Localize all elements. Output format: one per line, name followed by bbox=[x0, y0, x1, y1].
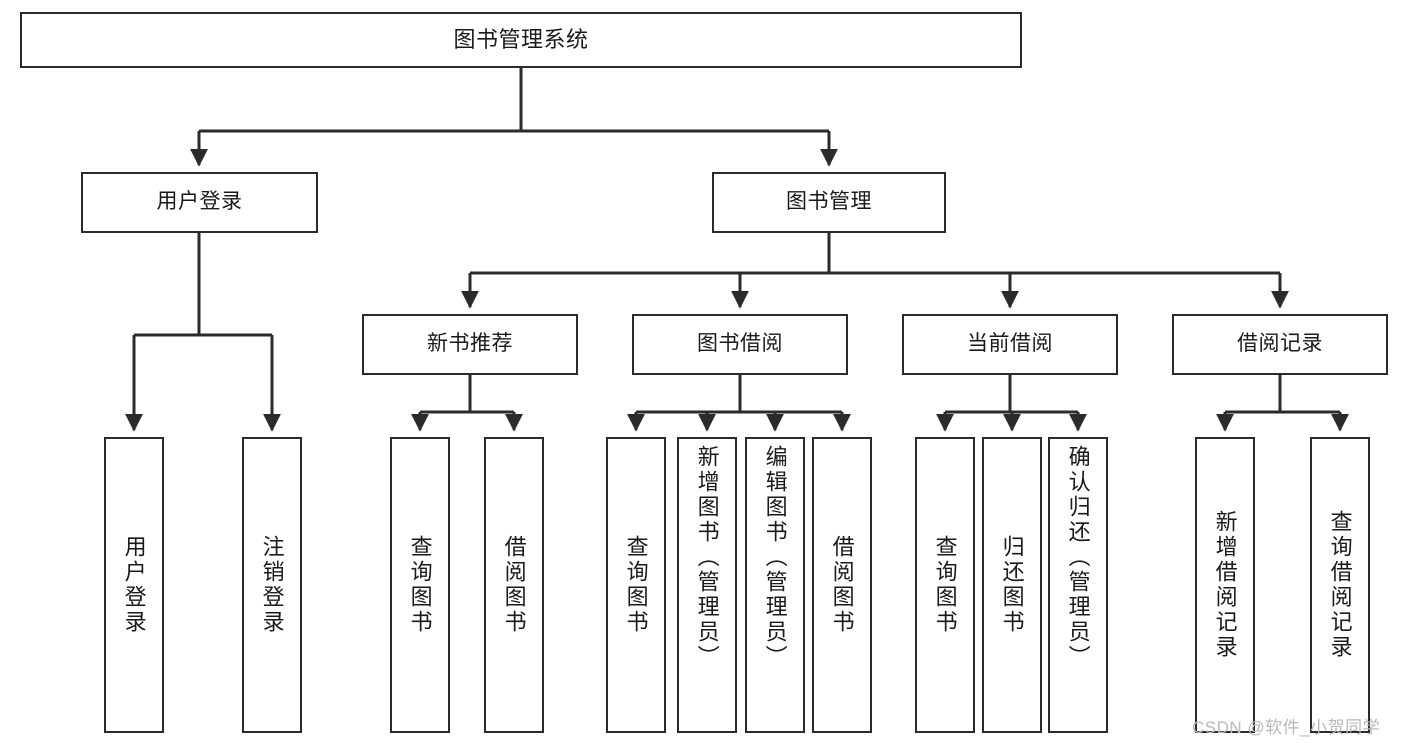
node-leaf-return-book-label: 归还图书 bbox=[999, 535, 1025, 635]
node-leaf-borrow-book[interactable]: 借阅图书 bbox=[812, 437, 872, 733]
node-current-borrow-label: 当前借阅 bbox=[967, 332, 1053, 356]
node-leaf-return-book[interactable]: 归还图书 bbox=[982, 437, 1042, 733]
node-leaf-query-borrow-record-label: 查询借阅记录 bbox=[1327, 510, 1353, 660]
node-borrow-record-label: 借阅记录 bbox=[1237, 332, 1323, 356]
node-book-borrow-label: 图书借阅 bbox=[697, 332, 783, 356]
node-new-book-recommend[interactable]: 新书推荐 bbox=[362, 314, 578, 375]
node-leaf-user-login[interactable]: 用户登录 bbox=[104, 437, 164, 733]
node-root-label: 图书管理系统 bbox=[453, 27, 589, 53]
node-leaf-query-book-recommend[interactable]: 查询图书 bbox=[390, 437, 450, 733]
node-borrow-record[interactable]: 借阅记录 bbox=[1172, 314, 1388, 375]
node-leaf-confirm-return-admin[interactable]: 确认归还（管理员） bbox=[1048, 437, 1108, 733]
node-leaf-query-book-borrow[interactable]: 查询图书 bbox=[606, 437, 666, 733]
node-leaf-query-book-current[interactable]: 查询图书 bbox=[915, 437, 975, 733]
node-leaf-edit-book-admin[interactable]: 编辑图书（管理员） bbox=[745, 437, 805, 733]
node-root[interactable]: 图书管理系统 bbox=[20, 12, 1022, 68]
node-leaf-add-book-admin-label: 新增图书（管理员） bbox=[694, 445, 720, 670]
node-current-borrow[interactable]: 当前借阅 bbox=[902, 314, 1118, 375]
node-new-book-recommend-label: 新书推荐 bbox=[427, 332, 513, 356]
node-book-management[interactable]: 图书管理 bbox=[712, 172, 946, 233]
node-leaf-edit-book-admin-label: 编辑图书（管理员） bbox=[762, 445, 788, 670]
node-user-login[interactable]: 用户登录 bbox=[81, 172, 318, 233]
node-book-management-label: 图书管理 bbox=[786, 190, 872, 214]
node-leaf-add-book-admin[interactable]: 新增图书（管理员） bbox=[677, 437, 737, 733]
node-leaf-borrow-book-label: 借阅图书 bbox=[829, 535, 855, 635]
node-leaf-borrow-book-recommend-label: 借阅图书 bbox=[501, 535, 527, 635]
node-user-login-label: 用户登录 bbox=[156, 190, 243, 214]
node-leaf-logout-label: 注销登录 bbox=[259, 535, 285, 635]
node-leaf-user-login-label: 用户登录 bbox=[121, 535, 147, 635]
node-leaf-confirm-return-admin-label: 确认归还（管理员） bbox=[1065, 445, 1091, 670]
node-leaf-query-book-recommend-label: 查询图书 bbox=[407, 535, 433, 635]
node-leaf-borrow-book-recommend[interactable]: 借阅图书 bbox=[484, 437, 544, 733]
node-leaf-query-book-current-label: 查询图书 bbox=[932, 535, 958, 635]
node-leaf-add-borrow-record-label: 新增借阅记录 bbox=[1212, 510, 1238, 660]
node-leaf-logout[interactable]: 注销登录 bbox=[242, 437, 302, 733]
node-leaf-add-borrow-record[interactable]: 新增借阅记录 bbox=[1195, 437, 1255, 733]
node-leaf-query-borrow-record[interactable]: 查询借阅记录 bbox=[1310, 437, 1370, 733]
csdn-watermark: CSDN @软件_小贺同学 bbox=[1192, 718, 1381, 737]
node-book-borrow[interactable]: 图书借阅 bbox=[632, 314, 848, 375]
node-leaf-query-book-borrow-label: 查询图书 bbox=[623, 535, 649, 635]
